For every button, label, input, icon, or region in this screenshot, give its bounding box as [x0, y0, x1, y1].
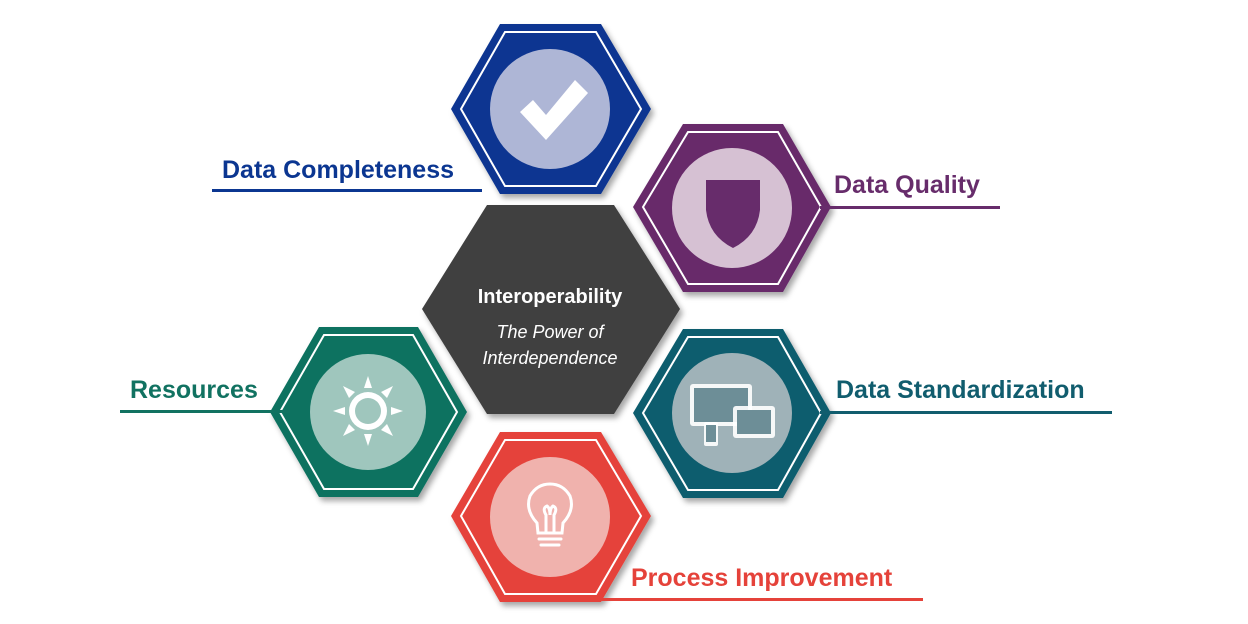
- process-improvement-label: Process Improvement: [631, 564, 893, 592]
- checkmark-icon: [520, 80, 588, 140]
- center-subtitle-line1: The Power of: [496, 322, 604, 342]
- data-completeness-underline: [212, 189, 482, 192]
- process-improvement-icon-circle: [490, 457, 610, 577]
- lightbulb-icon: [527, 482, 573, 547]
- data-quality-underline: [820, 206, 1000, 209]
- resources-underline: [120, 410, 290, 413]
- resources-label: Resources: [130, 376, 258, 404]
- center-hexagon: [422, 205, 680, 414]
- sun-icon: [333, 376, 403, 446]
- center-subtitle-line2: Interdependence: [482, 348, 618, 368]
- center-title: Interoperability: [477, 286, 623, 308]
- data-completeness-label: Data Completeness: [222, 156, 455, 184]
- devices-icon: [690, 384, 775, 446]
- process-improvement-underline: [600, 598, 923, 601]
- data-standardization-underline: [820, 411, 1112, 414]
- data-completeness-icon-circle: [490, 49, 610, 169]
- shield-icon: [706, 180, 760, 248]
- data-standardization-label: Data Standardization: [836, 376, 1085, 404]
- data-quality-label: Data Quality: [834, 171, 980, 199]
